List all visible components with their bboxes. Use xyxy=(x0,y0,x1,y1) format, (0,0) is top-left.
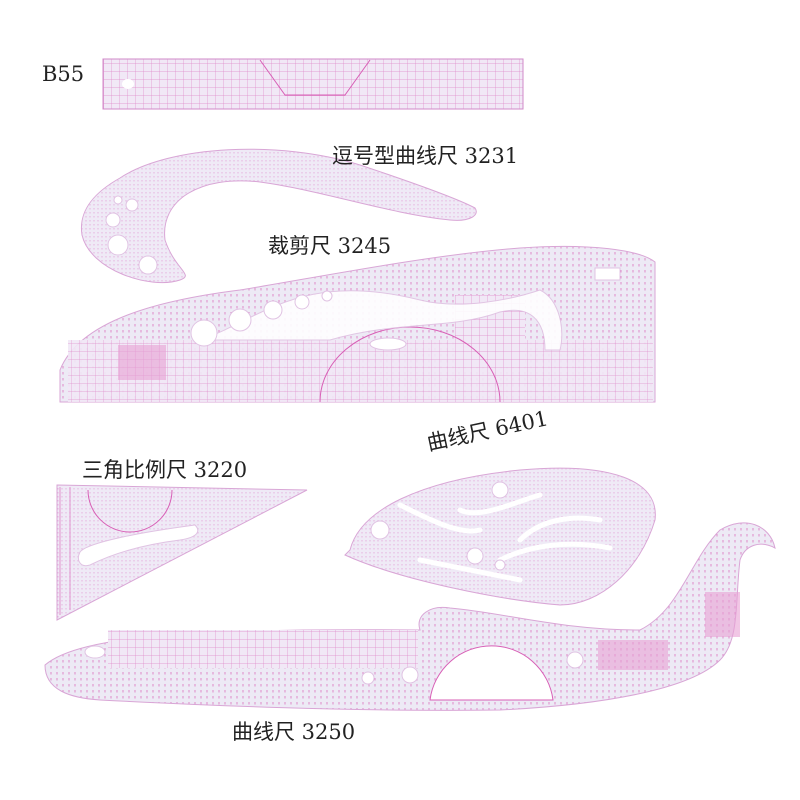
ruler-curve-6401 xyxy=(344,467,656,606)
label-triangle-ruler: 三角比例尺 3220 xyxy=(82,458,248,482)
ruler-cutting-3245 xyxy=(59,245,656,403)
ruler-triangle-3220 xyxy=(56,484,308,621)
label-comma-curve: 逗号型曲线尺 3231 xyxy=(332,144,519,168)
label-curve-3250: 曲线尺 3250 xyxy=(232,720,356,744)
label-b55: B55 xyxy=(42,62,85,86)
ruler-curve-3250 xyxy=(44,522,776,711)
ruler-comma-3231 xyxy=(80,148,477,284)
label-cutting-ruler: 裁剪尺 3245 xyxy=(268,234,392,258)
ruler-b55 xyxy=(102,58,524,110)
